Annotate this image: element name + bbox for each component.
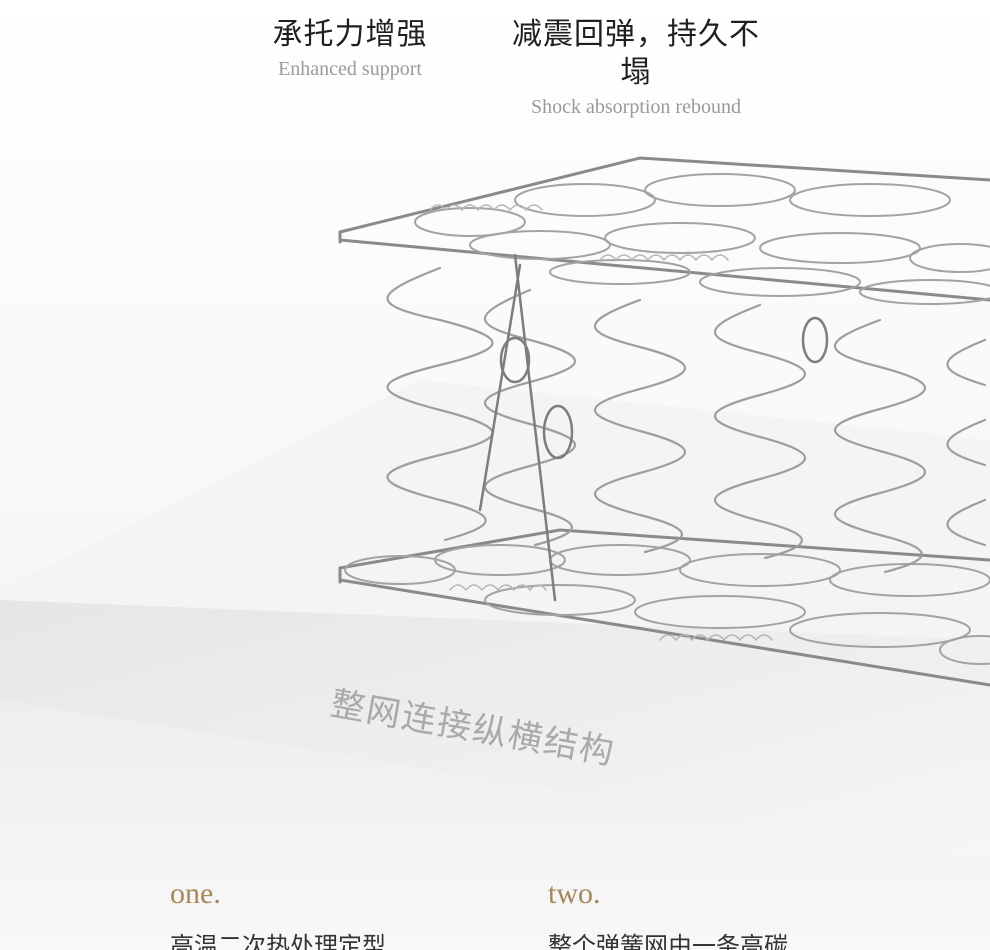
feature-point-one: one. 高温二次热处理定型 bbox=[170, 876, 386, 950]
spring-coils-vertical bbox=[386, 266, 987, 574]
point-description: 高温二次热处理定型 bbox=[170, 932, 386, 950]
feature-rebound: 减震回弹，持久不塌 Shock absorption rebound bbox=[500, 16, 772, 120]
point-number: two. bbox=[548, 877, 601, 910]
feature-title-zh: 承托力增强 bbox=[272, 17, 428, 52]
spring-top-coils bbox=[414, 173, 990, 305]
point-description: 整个弹簧网由一条高碳 bbox=[548, 932, 788, 950]
feature-title-en: Shock absorption rebound bbox=[531, 96, 741, 118]
point-number: one. bbox=[170, 877, 221, 910]
spring-top-frame bbox=[338, 156, 990, 302]
feature-support: 承托力增强 Enhanced support bbox=[250, 16, 450, 82]
feature-title-en: Enhanced support bbox=[278, 58, 422, 80]
feature-point-two: two. 整个弹簧网由一条高碳 bbox=[548, 876, 788, 950]
spring-connector-rods bbox=[478, 253, 829, 602]
spring-bottom-coils bbox=[344, 544, 990, 665]
feature-title-zh: 减震回弹，持久不塌 bbox=[512, 17, 760, 90]
spring-helical-lacing bbox=[429, 204, 773, 641]
spring-bottom-frame bbox=[338, 528, 990, 687]
